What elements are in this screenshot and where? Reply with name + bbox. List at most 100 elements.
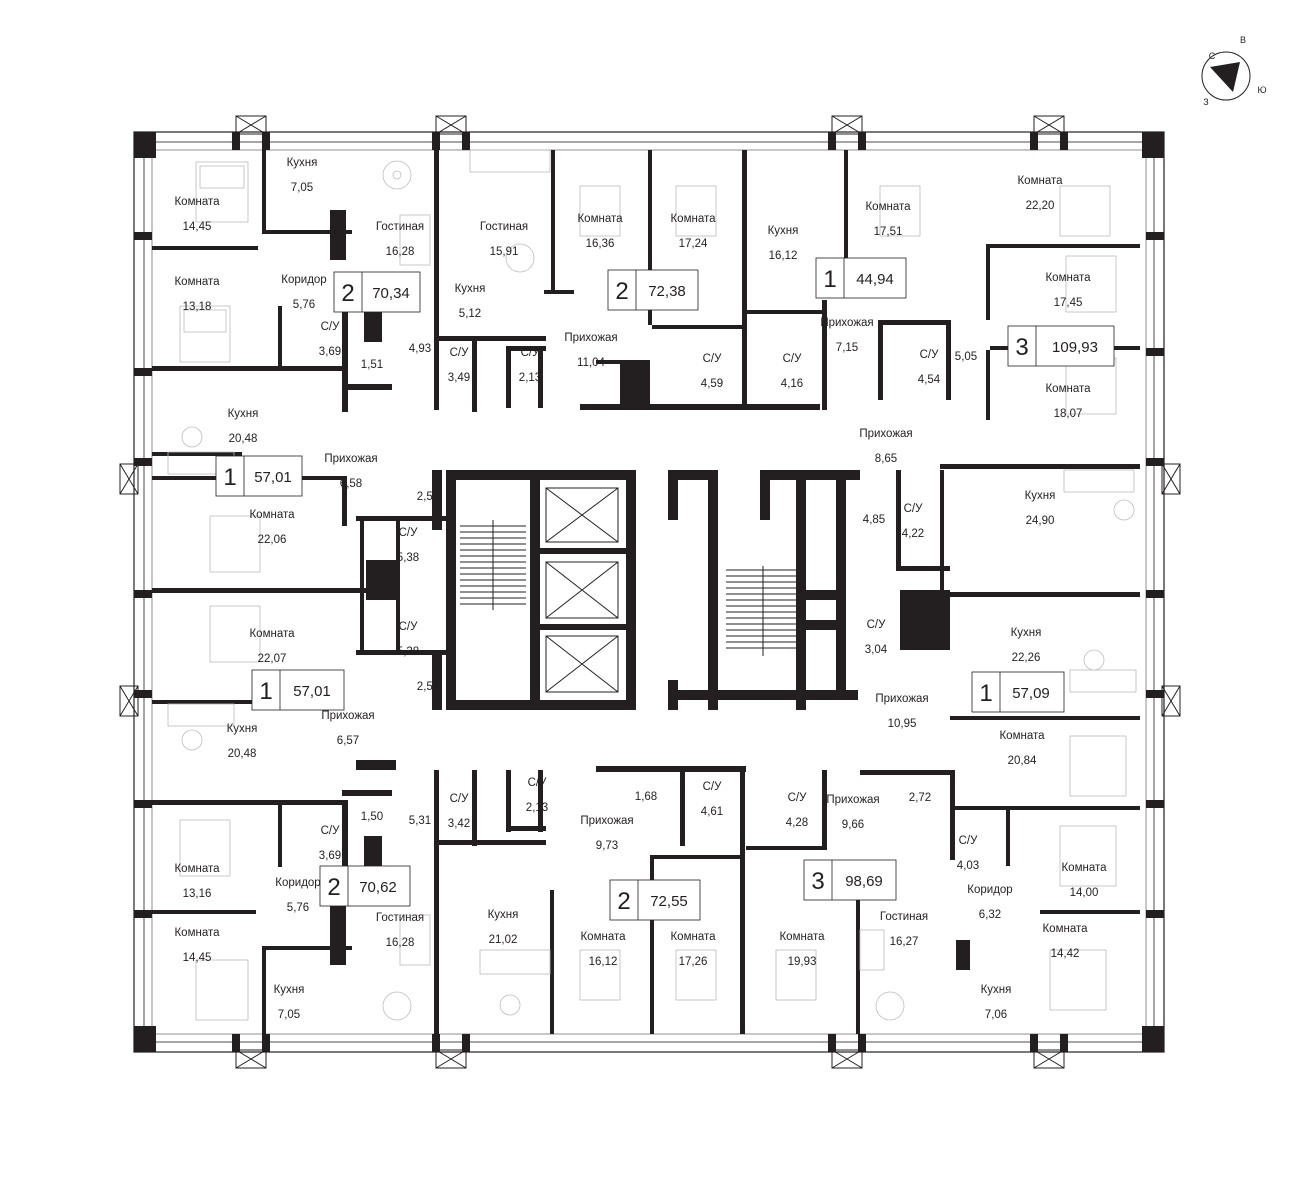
apartment-badge[interactable]: 2 70,34 [333,271,421,313]
room-name: С/У [399,527,419,539]
room-name: Прихожая [324,453,377,465]
room-name: С/У [321,321,341,333]
room-area: 10,95 [888,718,917,730]
apartment-badge[interactable]: 1 57,01 [251,669,345,711]
room-area: 7,05 [278,1009,300,1021]
apartment-rooms: 2 [617,888,630,915]
room-name: Комната [577,213,623,225]
room-name: С/У [703,781,723,793]
room-area: 16,28 [386,937,415,949]
compass-north-label: С [1209,51,1216,61]
room-name: Кухня [488,909,519,921]
room-area: 17,51 [874,226,903,238]
room-area: 14,42 [1051,948,1080,960]
room-name: Прихожая [859,428,912,440]
room-name: Коридор [967,884,1012,896]
room-area: 3,69 [319,346,341,358]
apartment-badge[interactable]: 2 70,62 [319,865,411,907]
room-area: 13,16 [183,888,212,900]
room-area: 16,12 [769,250,798,262]
apartment-area: 72,38 [648,283,686,300]
apartment-badge[interactable]: 1 44,94 [815,257,907,299]
apartment-badge[interactable]: 1 57,09 [971,671,1065,713]
apartment-rooms: 3 [811,868,824,895]
apartment-rooms: 1 [259,678,272,705]
room-area: 2,13 [519,372,541,384]
room-area: 4,28 [786,817,808,829]
room-name: Гостиная [480,221,528,233]
apartment-badge[interactable]: 1 57,01 [215,455,303,497]
room-name: Кухня [228,408,259,420]
room-area: 22,07 [258,653,287,665]
room-area: 7,05 [291,182,313,194]
room-name: С/У [521,347,541,359]
compass-south-label: Ю [1257,85,1266,95]
room-area: 9,66 [842,819,864,831]
room-area: 2,51 [417,491,439,503]
room-name: Комната [174,863,220,875]
room-name: Гостиная [880,911,928,923]
room-area: 21,02 [489,934,518,946]
room-area: 9,73 [596,840,618,852]
room-name: Коридор [275,877,320,889]
room-area: 16,27 [890,936,919,948]
room-area: 17,24 [679,238,708,250]
room-name: Комната [174,927,220,939]
room-area: 7,06 [985,1009,1007,1021]
room-area: 11,04 [577,357,606,369]
room-area: 16,36 [586,238,615,250]
room-area: 4,54 [918,374,941,386]
room-name: С/У [867,619,887,631]
room-name: Комната [670,931,716,943]
room-area: 2,51 [417,681,439,693]
room-name: Комната [1045,272,1091,284]
room-name: Комната [779,931,825,943]
room-area: 4,93 [409,343,431,355]
room-area: 1,68 [635,791,657,803]
room-name: Кухня [1025,490,1056,502]
apartment-badge[interactable]: 3 109,93 [1007,325,1115,367]
interior-walls [152,150,1140,1034]
room-name: Комната [174,276,220,288]
room-name: Комната [174,196,220,208]
room-area: 5,31 [409,815,431,827]
room-name: С/У [528,777,548,789]
room-area: 20,48 [229,433,258,445]
room-name: Прихожая [321,710,374,722]
ventilation-shaft-icons [119,115,1181,1069]
apartment-area: 109,93 [1052,339,1098,356]
room-area: 6,57 [337,735,359,747]
room-name: Комната [1042,923,1088,935]
room-name: Комната [1017,175,1063,187]
room-name: Прихожая [820,317,873,329]
room-area: 15,91 [490,246,519,258]
room-name: С/У [904,503,924,515]
apartment-area: 44,94 [856,271,894,288]
room-name: С/У [959,835,979,847]
building-outline [133,131,1165,1053]
room-name: Прихожая [564,332,617,344]
room-name: Кухня [455,283,486,295]
room-name: Прихожая [826,794,879,806]
room-name: Гостиная [376,221,424,233]
room-area: 7,15 [836,342,858,354]
apartment-badge[interactable]: 2 72,55 [609,879,701,921]
room-area: 22,26 [1012,652,1041,664]
apartment-rooms: 3 [1015,334,1028,361]
compass-west-label: З [1203,97,1208,107]
apartment-rooms: 1 [979,680,992,707]
room-name: Кухня [981,984,1012,996]
room-area: 5,12 [459,308,481,320]
room-area: 24,90 [1026,515,1055,527]
room-area: 4,22 [902,528,924,540]
room-area: 16,28 [386,246,415,258]
room-name: Комната [1061,862,1107,874]
room-area: 1,51 [361,359,383,371]
apartment-badge[interactable]: 2 72,38 [607,269,699,311]
compass-icon [1201,51,1251,101]
room-area: 19,93 [788,956,817,968]
apartment-rooms: 2 [327,874,340,901]
room-area: 5,76 [293,299,315,311]
room-area: 1,50 [361,811,383,823]
apartment-badge[interactable]: 3 98,69 [803,859,897,901]
